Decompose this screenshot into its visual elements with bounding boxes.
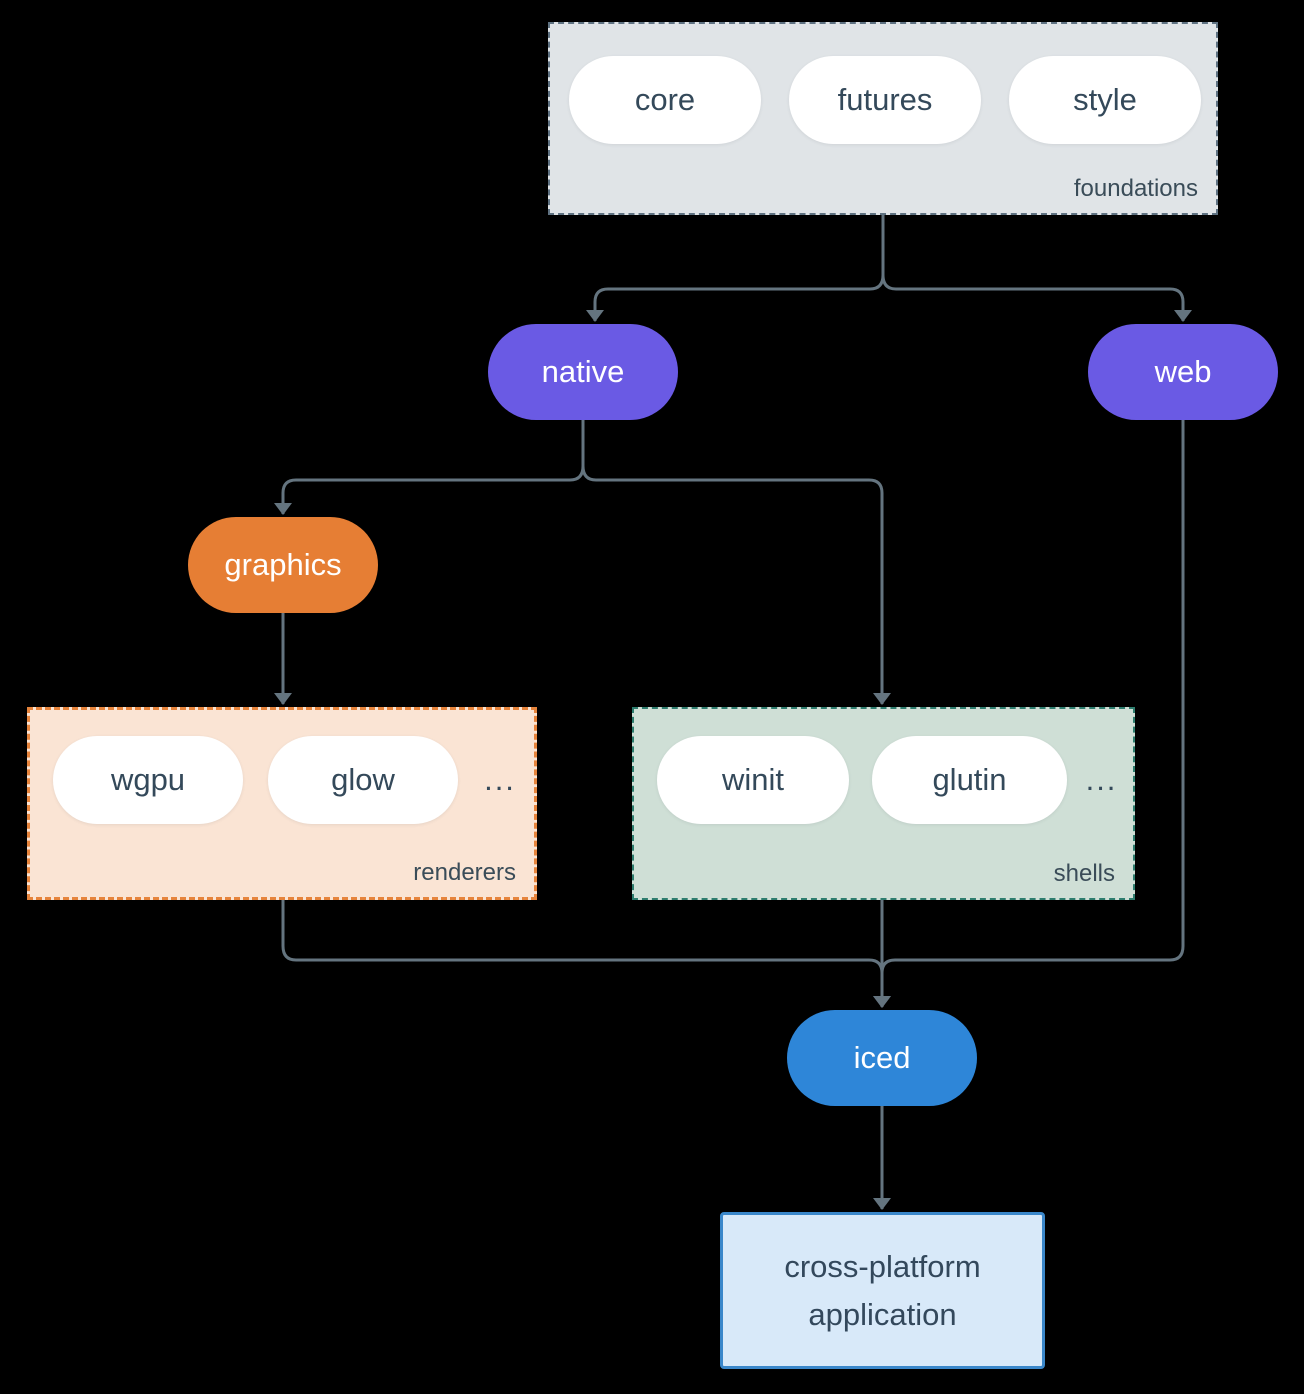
iced-node: iced	[787, 1010, 977, 1106]
winit-pill: winit	[657, 736, 849, 824]
connector-renderers-iced	[281, 900, 891, 1008]
core-pill: core	[569, 56, 761, 144]
renderers-ellipsis: ...	[484, 762, 516, 797]
foundations-group: core futures style foundations	[548, 22, 1218, 215]
renderers-group: wgpu glow ... renderers	[27, 707, 537, 900]
connector-native-shells	[581, 420, 891, 705]
foundations-group-label: foundations	[1073, 175, 1198, 202]
connector-foundations-web	[881, 215, 1192, 322]
graphics-label: graphics	[224, 547, 342, 582]
shells-ellipsis: ...	[1085, 762, 1118, 797]
renderers-group-label: renderers	[413, 859, 516, 886]
glutin-pill: glutin	[872, 736, 1067, 824]
connector-native-graphics	[274, 420, 585, 515]
shells-group: winit glutin ... shells	[632, 707, 1135, 900]
glow-label: glow	[331, 762, 395, 797]
connector-foundations-native	[586, 215, 885, 322]
core-label: core	[634, 82, 696, 117]
web-label: web	[1154, 354, 1212, 389]
shells-group-label: shells	[1053, 860, 1115, 887]
web-node: web	[1088, 324, 1278, 420]
iced-label: iced	[853, 1040, 911, 1075]
style-pill: style	[1009, 56, 1201, 144]
application-node: cross-platform application	[720, 1212, 1045, 1369]
application-label: cross-platform application	[784, 1248, 981, 1332]
style-label: style	[1073, 82, 1137, 117]
graphics-node: graphics	[188, 517, 378, 613]
wgpu-label: wgpu	[110, 762, 186, 797]
wgpu-pill: wgpu	[53, 736, 243, 824]
winit-label: winit	[721, 762, 784, 797]
glow-pill: glow	[268, 736, 458, 824]
glutin-label: glutin	[932, 762, 1007, 797]
futures-label: futures	[837, 82, 933, 117]
native-label: native	[541, 354, 625, 389]
native-node: native	[488, 324, 678, 420]
futures-pill: futures	[789, 56, 981, 144]
